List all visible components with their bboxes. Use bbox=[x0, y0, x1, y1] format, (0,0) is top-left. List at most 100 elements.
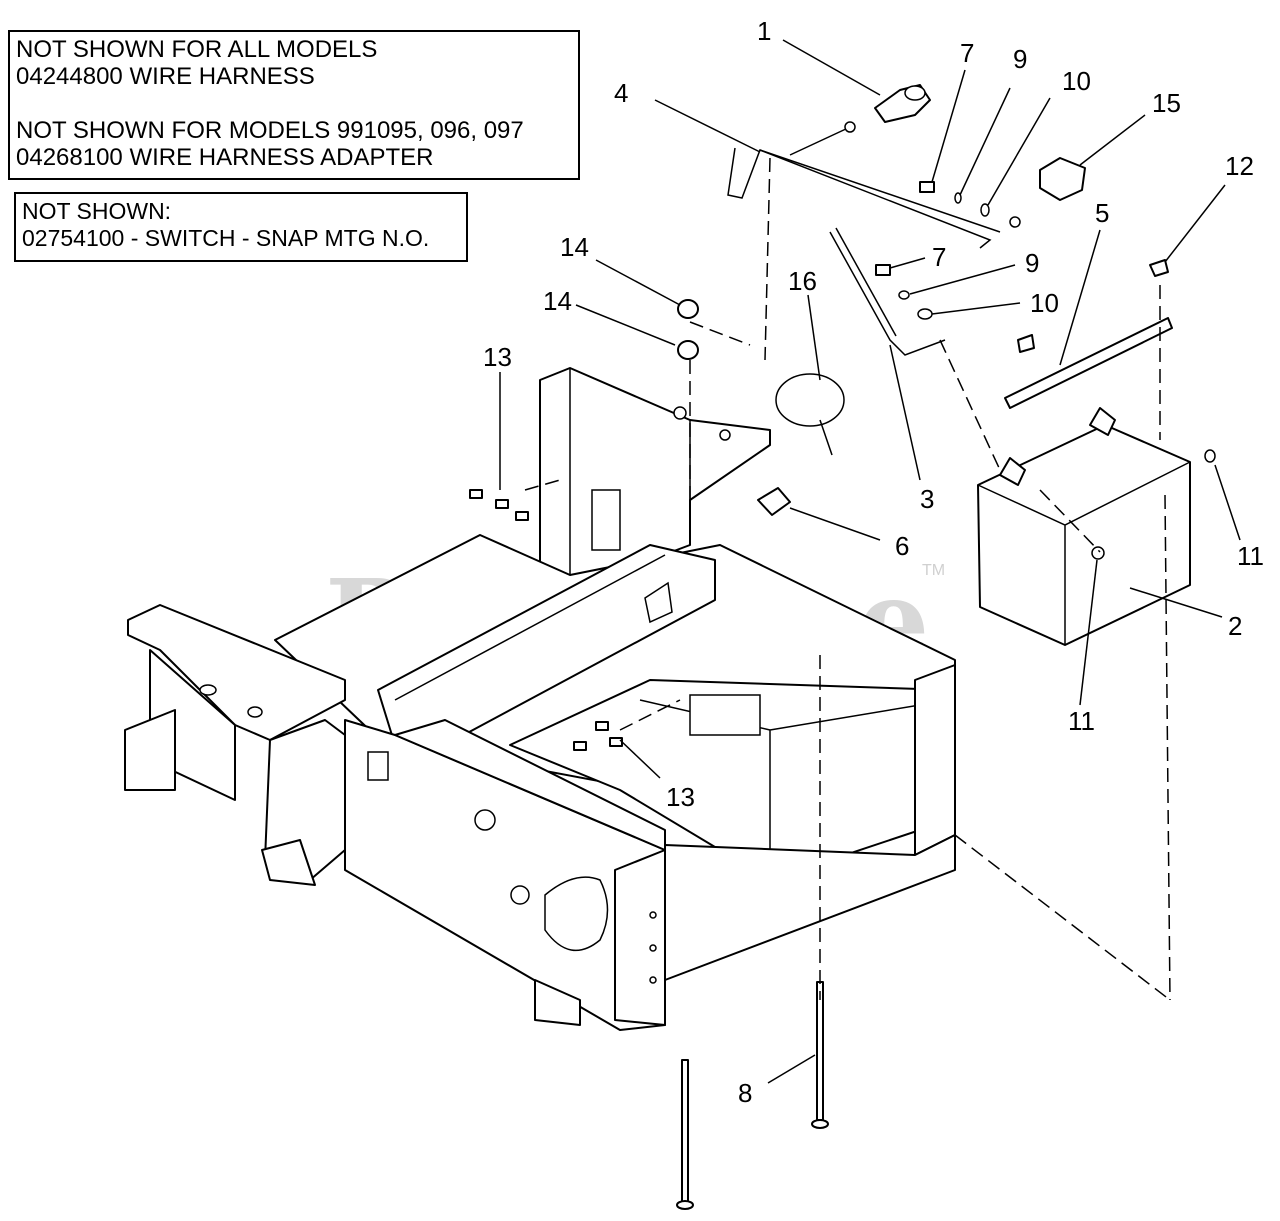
screw-13 bbox=[573, 741, 587, 751]
battery bbox=[977, 407, 1191, 646]
cable-tie-tail bbox=[819, 419, 833, 456]
leader bbox=[782, 39, 881, 96]
cable-4 bbox=[727, 147, 1001, 233]
cable-tie-16 bbox=[775, 373, 845, 427]
rear-tower-edge bbox=[569, 368, 691, 590]
tower-hole bbox=[719, 429, 731, 441]
cable-lug bbox=[844, 121, 856, 133]
washer-9 bbox=[954, 192, 962, 204]
leader bbox=[575, 304, 676, 346]
leader bbox=[1164, 184, 1226, 263]
nut-10 bbox=[980, 203, 990, 217]
note-line: 02754100 - SWITCH - SNAP MTG N.O. bbox=[22, 225, 430, 251]
rail-cutout bbox=[544, 876, 609, 952]
boot-opening bbox=[904, 85, 926, 101]
rail-hole bbox=[510, 885, 530, 905]
battery-terminal bbox=[999, 457, 1026, 486]
callout-14: 14 bbox=[560, 232, 589, 262]
callout-12: 12 bbox=[1225, 151, 1254, 181]
leader bbox=[789, 507, 881, 541]
leader bbox=[1214, 464, 1241, 541]
inner-slot bbox=[689, 694, 761, 736]
watermark-tm: TM bbox=[922, 562, 945, 579]
callout-4: 4 bbox=[614, 78, 628, 108]
leader bbox=[1079, 114, 1146, 166]
callout-16: 16 bbox=[788, 266, 817, 296]
leader bbox=[909, 264, 1016, 295]
callout-8: 8 bbox=[738, 1078, 752, 1108]
callout-11: 11 bbox=[1068, 706, 1095, 736]
note-line: 04244800 WIRE HARNESS bbox=[16, 63, 315, 90]
nut-10 bbox=[917, 308, 933, 320]
assembly-line bbox=[939, 339, 1001, 471]
callout-7: 7 bbox=[932, 242, 946, 272]
washer-9 bbox=[898, 290, 910, 300]
front-bracket-tab bbox=[261, 839, 316, 886]
leader bbox=[931, 302, 1021, 315]
screw-13 bbox=[609, 737, 623, 747]
callout-1: 1 bbox=[757, 16, 771, 46]
end-hole bbox=[649, 911, 657, 919]
cable-3 bbox=[829, 231, 946, 356]
callout-5: 5 bbox=[1095, 198, 1109, 228]
rail-slot bbox=[367, 751, 389, 781]
long-bolt-8 bbox=[816, 981, 824, 1121]
grommet-14 bbox=[677, 299, 699, 319]
cable-4-inner bbox=[759, 149, 992, 249]
leader bbox=[1079, 559, 1098, 706]
callout-11: 11 bbox=[1237, 541, 1264, 571]
bracket-hole bbox=[247, 706, 263, 718]
callout-10: 10 bbox=[1062, 66, 1091, 96]
screw-13 bbox=[469, 489, 483, 499]
leader bbox=[987, 97, 1051, 206]
note-line: NOT SHOWN FOR MODELS 991095, 096, 097 bbox=[16, 117, 524, 144]
bolt-head bbox=[676, 1200, 694, 1210]
end-hole bbox=[649, 944, 657, 952]
long-bolt-8 bbox=[681, 1059, 689, 1203]
bolt-7 bbox=[919, 181, 935, 193]
assembly-line bbox=[764, 157, 771, 361]
callout-7: 7 bbox=[960, 38, 974, 68]
callout-14: 14 bbox=[543, 286, 572, 316]
callout-9: 9 bbox=[1025, 248, 1039, 278]
leader bbox=[931, 69, 966, 183]
bottom-bracket bbox=[534, 979, 581, 1026]
cable-lug bbox=[1009, 216, 1021, 228]
assembly-line bbox=[689, 321, 751, 346]
left-rail-top bbox=[394, 719, 666, 851]
note-line: 04268100 WIRE HARNESS ADAPTER bbox=[16, 144, 434, 171]
assembly-line bbox=[524, 479, 561, 491]
leader bbox=[1059, 229, 1101, 366]
assembly-line bbox=[1039, 489, 1101, 553]
leader bbox=[619, 739, 661, 779]
front-bracket-foot bbox=[124, 709, 176, 791]
tower-hole bbox=[673, 406, 687, 420]
bolt-7 bbox=[875, 264, 891, 276]
callout-10: 10 bbox=[1030, 288, 1059, 318]
frame-assembly bbox=[124, 367, 956, 1031]
leader bbox=[889, 344, 921, 481]
callout-3: 3 bbox=[920, 484, 934, 514]
cable-4-end bbox=[789, 127, 849, 156]
grommet-14 bbox=[677, 340, 699, 360]
leader bbox=[595, 259, 681, 306]
leader bbox=[767, 1054, 816, 1084]
cable-3-edge bbox=[835, 227, 897, 337]
assembly-line bbox=[1164, 494, 1171, 1001]
screw-13 bbox=[495, 499, 509, 509]
assembly-line bbox=[619, 699, 681, 731]
callout-9: 9 bbox=[1013, 44, 1027, 74]
nut-11 bbox=[1204, 449, 1216, 463]
hold-down-bar bbox=[1004, 317, 1173, 409]
leader bbox=[889, 257, 926, 269]
rail-hole bbox=[474, 809, 496, 831]
leader bbox=[959, 87, 1011, 196]
right-rail-end bbox=[914, 664, 956, 856]
front-end-plate bbox=[614, 849, 666, 1026]
snap-switch-6 bbox=[757, 487, 791, 516]
crossmember-edge bbox=[394, 554, 666, 701]
crossmember-cutout bbox=[644, 581, 673, 624]
note-line: NOT SHOWN FOR ALL MODELS bbox=[16, 36, 378, 63]
